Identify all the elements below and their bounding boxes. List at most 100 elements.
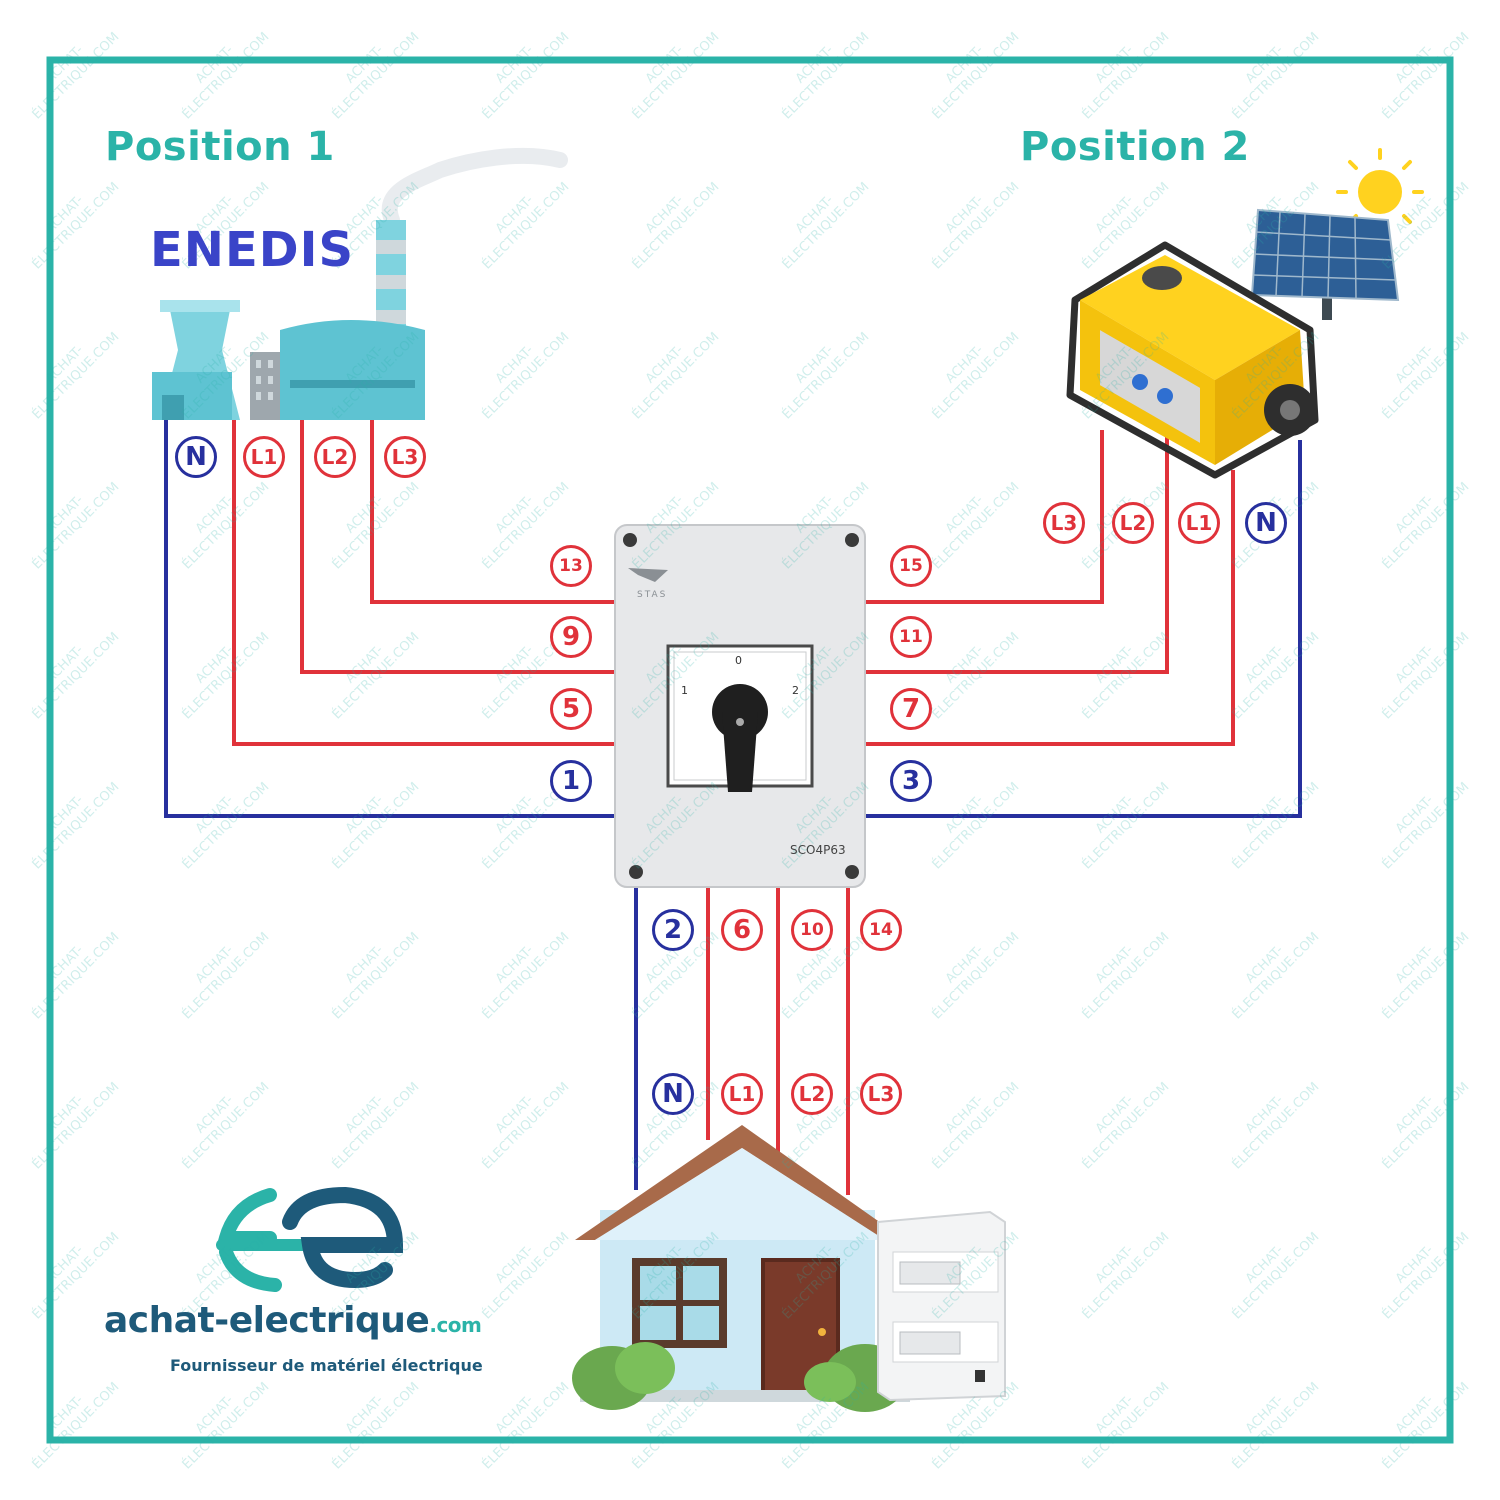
watermark-mark: ACHAT-ÉLECTRIQUE.COM — [179, 779, 272, 872]
watermark-mark: ACHAT-ÉLECTRIQUE.COM — [779, 29, 872, 122]
watermark-mark: ACHAT-ÉLECTRIQUE.COM — [1379, 779, 1472, 872]
gen-terminal-n: N — [1245, 502, 1287, 544]
watermark-mark: ACHAT-ÉLECTRIQUE.COM — [1379, 1229, 1472, 1322]
house-illustration — [572, 1125, 910, 1412]
watermark-mark: ACHAT-ÉLECTRIQUE.COM — [1379, 629, 1472, 722]
watermark-mark: ACHAT-ÉLECTRIQUE.COM — [1079, 1079, 1172, 1172]
gen-terminal-l2: L2 — [1112, 502, 1154, 544]
enedis-logo: ENEDIS — [150, 222, 355, 278]
wire-gen-l1 — [862, 470, 1235, 746]
house-terminal-l2: L2 — [791, 1073, 833, 1115]
watermark-mark: ACHAT-ÉLECTRIQUE.COM — [779, 179, 872, 272]
watermark-mark: ACHAT-ÉLECTRIQUE.COM — [1229, 1079, 1322, 1172]
changeover-switch — [614, 524, 866, 888]
watermark-mark: ACHAT-ÉLECTRIQUE.COM — [1379, 1379, 1472, 1472]
switch-terminal-14: 14 — [860, 909, 902, 951]
watermark-mark: ACHAT-ÉLECTRIQUE.COM — [329, 1379, 422, 1472]
switch-terminal-15: 15 — [890, 545, 932, 587]
switch-dial-zero: 0 — [735, 654, 742, 667]
watermark-mark: ACHAT-ÉLECTRIQUE.COM — [1379, 29, 1472, 122]
achat-electrique-logo-mark — [216, 1186, 404, 1292]
watermark-mark: ACHAT-ÉLECTRIQUE.COM — [1079, 179, 1172, 272]
switch-terminal-1: 1 — [550, 760, 592, 802]
switch-terminal-6: 6 — [721, 909, 763, 951]
watermark-mark: ACHAT-ÉLECTRIQUE.COM — [179, 929, 272, 1022]
watermark-mark: ACHAT-ÉLECTRIQUE.COM — [329, 779, 422, 872]
watermark-mark: ACHAT-ÉLECTRIQUE.COM — [1229, 29, 1322, 122]
watermark-mark: ACHAT-ÉLECTRIQUE.COM — [1229, 1379, 1322, 1472]
watermark-mark: ACHAT-ÉLECTRIQUE.COM — [179, 29, 272, 122]
house-terminal-l1: L1 — [721, 1073, 763, 1115]
solar-panel-illustration — [1250, 148, 1424, 320]
brand-name-tld: .com — [429, 1313, 482, 1337]
watermark-mark: ACHAT-ÉLECTRIQUE.COM — [479, 1229, 572, 1322]
watermark-mark: ACHAT-ÉLECTRIQUE.COM — [1229, 779, 1322, 872]
watermark-mark: ACHAT-ÉLECTRIQUE.COM — [479, 29, 572, 122]
switch-terminal-2: 2 — [652, 909, 694, 951]
house-terminal-l3: L3 — [860, 1073, 902, 1115]
watermark-mark: ACHAT-ÉLECTRIQUE.COM — [1229, 1229, 1322, 1322]
watermark-mark: ACHAT-ÉLECTRIQUE.COM — [1379, 929, 1472, 1022]
watermark-mark: ACHAT-ÉLECTRIQUE.COM — [929, 779, 1022, 872]
watermark-mark: ACHAT-ÉLECTRIQUE.COM — [1229, 929, 1322, 1022]
switch-terminal-10: 10 — [791, 909, 833, 951]
watermark-mark: ACHAT-ÉLECTRIQUE.COM — [1379, 1079, 1472, 1172]
watermark-mark: ACHAT-ÉLECTRIQUE.COM — [929, 29, 1022, 122]
watermark-mark: ACHAT-ÉLECTRIQUE.COM — [29, 1379, 122, 1472]
watermark-mark: ACHAT-ÉLECTRIQUE.COM — [479, 929, 572, 1022]
watermark-mark: ACHAT-ÉLECTRIQUE.COM — [929, 179, 1022, 272]
watermark-mark: ACHAT-ÉLECTRIQUE.COM — [29, 179, 122, 272]
watermark-mark: ACHAT-ÉLECTRIQUE.COM — [629, 329, 722, 422]
grid-terminal-l2: L2 — [314, 436, 356, 478]
switch-dial-two: 2 — [792, 684, 799, 697]
watermark-mark: ACHAT-ÉLECTRIQUE.COM — [1379, 329, 1472, 422]
switch-terminal-13: 13 — [550, 545, 592, 587]
watermark-mark: ACHAT-ÉLECTRIQUE.COM — [1079, 1379, 1172, 1472]
switch-terminal-9: 9 — [550, 616, 592, 658]
watermark-mark: ACHAT-ÉLECTRIQUE.COM — [1079, 779, 1172, 872]
watermark-mark: ACHAT-ÉLECTRIQUE.COM — [479, 1379, 572, 1472]
watermark-mark: ACHAT-ÉLECTRIQUE.COM — [29, 479, 122, 572]
brand-tagline: Fournisseur de matériel électrique — [170, 1356, 483, 1375]
wire-gen-n — [862, 440, 1302, 818]
gen-terminal-l3: L3 — [1043, 502, 1085, 544]
switch-terminal-7: 7 — [890, 688, 932, 730]
watermark-mark: ACHAT-ÉLECTRIQUE.COM — [29, 929, 122, 1022]
watermark-mark: ACHAT-ÉLECTRIQUE.COM — [29, 629, 122, 722]
grid-terminal-l3: L3 — [384, 436, 426, 478]
watermark-mark: ACHAT-ÉLECTRIQUE.COM — [179, 479, 272, 572]
switch-dial-one: 1 — [681, 684, 688, 697]
watermark-mark: ACHAT-ÉLECTRIQUE.COM — [29, 779, 122, 872]
switch-terminal-5: 5 — [550, 688, 592, 730]
watermark-mark: ACHAT-ÉLECTRIQUE.COM — [629, 29, 722, 122]
wire-grid-l1 — [232, 420, 620, 746]
wire-gen-l2 — [862, 430, 1169, 674]
watermark-mark: ACHAT-ÉLECTRIQUE.COM — [1079, 929, 1172, 1022]
switch-terminal-11: 11 — [890, 616, 932, 658]
watermark-mark: ACHAT-ÉLECTRIQUE.COM — [929, 929, 1022, 1022]
brand-name-main: achat-electrique — [104, 1300, 430, 1341]
grid-terminal-l1: L1 — [243, 436, 285, 478]
watermark-mark: ACHAT-ÉLECTRIQUE.COM — [179, 1079, 272, 1172]
generator-illustration — [1066, 241, 1319, 479]
watermark-mark: ACHAT-ÉLECTRIQUE.COM — [29, 29, 122, 122]
power-plant-illustration — [152, 147, 568, 420]
wire-gen-l3 — [862, 430, 1104, 604]
watermark-mark: ACHAT-ÉLECTRIQUE.COM — [29, 329, 122, 422]
position-1-title: Position 1 — [105, 124, 335, 170]
watermark-mark: ACHAT-ÉLECTRIQUE.COM — [479, 329, 572, 422]
gen-terminal-l1: L1 — [1178, 502, 1220, 544]
house-terminal-n: N — [652, 1073, 694, 1115]
watermark-mark: ACHAT-ÉLECTRIQUE.COM — [929, 329, 1022, 422]
watermark-mark: ACHAT-ÉLECTRIQUE.COM — [329, 929, 422, 1022]
switch-model: SCO4P63 — [790, 843, 846, 857]
watermark-mark: ACHAT-ÉLECTRIQUE.COM — [1079, 29, 1172, 122]
watermark-mark: ACHAT-ÉLECTRIQUE.COM — [929, 479, 1022, 572]
brand-name: achat-electrique.com — [104, 1300, 482, 1341]
wire-grid-l2 — [300, 420, 620, 674]
watermark-mark: ACHAT-ÉLECTRIQUE.COM — [479, 1079, 572, 1172]
outer-frame — [46, 56, 1454, 1444]
switch-brand: STAS — [637, 590, 668, 600]
